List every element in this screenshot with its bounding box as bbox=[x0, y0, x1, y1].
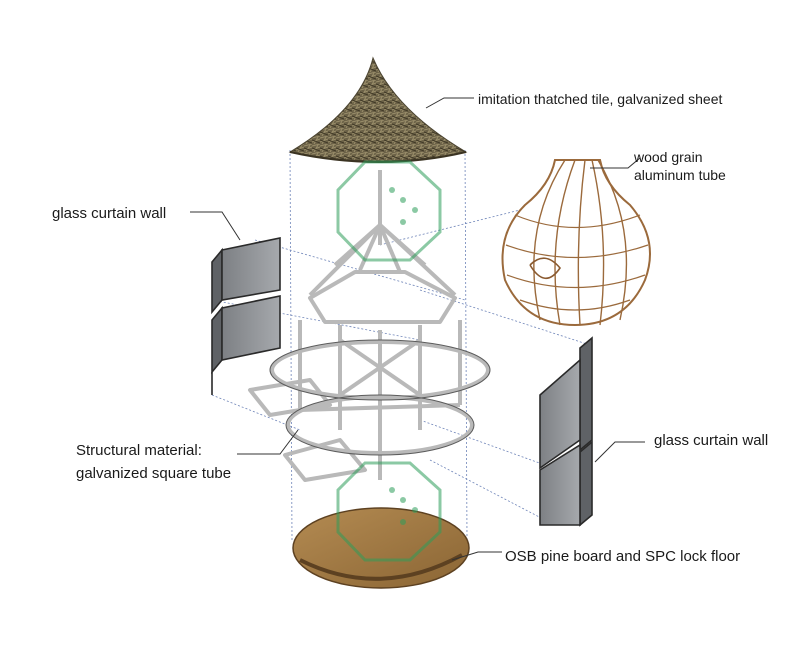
floor-label: OSB pine board and SPC lock floor bbox=[505, 548, 741, 565]
wood-grain-shell bbox=[501, 159, 651, 327]
watermark-logo-bottom bbox=[336, 461, 442, 562]
leader-lines bbox=[190, 97, 645, 561]
glass-curtain-wall-label-left: glass curtain wall bbox=[52, 205, 167, 222]
wood-grain-label-line2: aluminum tube bbox=[634, 166, 726, 183]
watermark-logo-top bbox=[336, 160, 442, 262]
glass-curtain-wall-right bbox=[539, 336, 593, 527]
roof-label: imitation thatched tile, galvanized shee… bbox=[478, 91, 723, 107]
glass-curtain-wall-left bbox=[211, 237, 281, 395]
structural-material-line2: galvanized square tube bbox=[76, 464, 232, 482]
wood-grain-label: wood grain aluminum tube bbox=[634, 149, 726, 184]
osb-floor bbox=[292, 507, 470, 589]
structural-frame bbox=[248, 170, 490, 482]
guide-lines bbox=[211, 149, 591, 541]
glass-curtain-wall-label-right: glass curtain wall bbox=[654, 432, 769, 449]
wood-grain-label-line1: wood grain bbox=[634, 149, 703, 165]
structural-frame-outline bbox=[269, 339, 491, 456]
structural-material-label: Structural material: galvanized square t… bbox=[76, 440, 231, 485]
structural-material-line1: Structural material: bbox=[76, 442, 202, 459]
thatched-roof bbox=[288, 56, 468, 163]
